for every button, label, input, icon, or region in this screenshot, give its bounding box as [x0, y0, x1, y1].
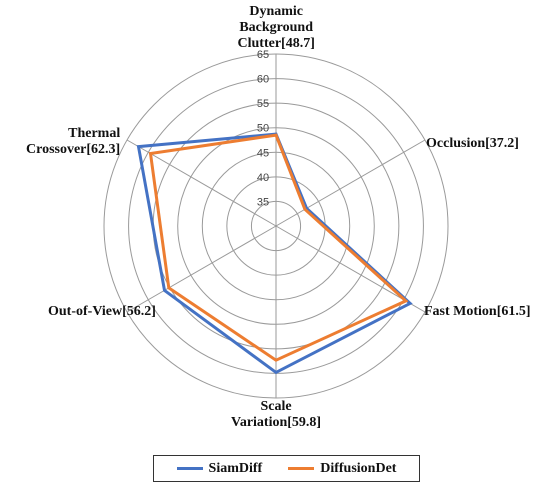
tick-label-3: 50: [257, 123, 269, 135]
axis-label-3-line-0: Scale: [260, 399, 292, 414]
spoke-4: [126, 225, 277, 313]
legend-swatch-series-0: [176, 467, 203, 470]
axis-label-5-line-0: Thermal: [68, 126, 121, 141]
tick-label-1: 40: [257, 172, 269, 184]
series-line-0: [136, 132, 413, 375]
legend-label-series-0: SiamDiff: [208, 460, 263, 476]
axis-label-0-line-1: Background: [239, 20, 314, 35]
axis-label-0-line-2: Clutter[48.7]: [237, 36, 315, 51]
tick-label-5: 60: [257, 74, 269, 86]
spoke-1: [275, 139, 426, 227]
legend: SiamDiff DiffusionDet: [153, 455, 420, 482]
axis-label-0-line-0: Dynamic: [249, 4, 304, 19]
axis-label-2-line-0: Fast Motion[61.5]: [424, 304, 531, 319]
axis-label-1-line-0: Occlusion[37.2]: [426, 136, 519, 151]
axis-label-5-line-1: Crossover[62.3]: [26, 142, 121, 157]
legend-label-series-1: DiffusionDet: [320, 460, 397, 476]
axis-label-4: Out-of-View[56.2]: [48, 304, 156, 320]
legend-item-series-1: DiffusionDet: [288, 461, 396, 477]
tick-label-6: 65: [257, 49, 269, 61]
axis-label-2: Fast Motion[61.5]: [424, 304, 531, 320]
axis-label-3-line-1: Variation[59.8]: [231, 415, 322, 430]
axis-label-1: Occlusion[37.2]: [426, 136, 519, 152]
series-line-1: [148, 133, 409, 362]
legend-swatch-series-1: [288, 467, 315, 470]
legend-item-series-0: SiamDiff: [176, 460, 263, 477]
tick-label-2: 45: [257, 147, 269, 159]
tick-label-4: 55: [257, 98, 269, 110]
axis-label-4-line-0: Out-of-View[56.2]: [48, 304, 156, 319]
tick-label-0: 35: [257, 196, 269, 208]
